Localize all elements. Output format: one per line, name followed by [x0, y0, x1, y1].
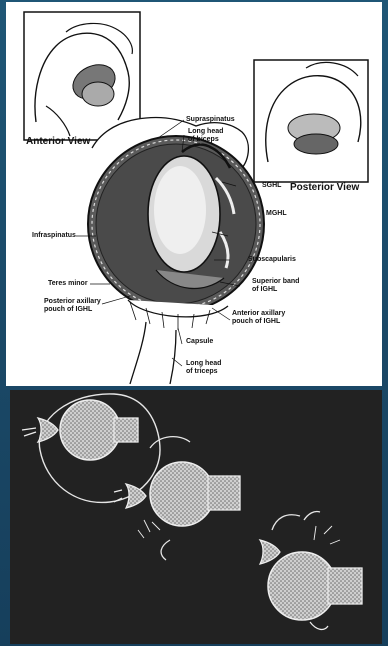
humeral-head-3 [268, 552, 336, 620]
label-mghl: MGHL [266, 210, 287, 218]
glenoid-1 [38, 418, 58, 442]
label-posterior-pouch-1: Posterior axillary [44, 298, 101, 306]
label-superior-band-2: of IGHL [252, 286, 277, 294]
label-supraspinatus: Supraspinatus [186, 116, 235, 124]
humeral-head-2 [150, 462, 214, 526]
humeral-head-1 [60, 400, 120, 460]
anatomy-illustration-panel: Anterior View Posterior View Supraspinat… [6, 2, 382, 386]
label-superior-band-1: Superior band [252, 278, 299, 286]
label-sghl: SGHL [262, 182, 281, 190]
label-capsule: Capsule [186, 338, 213, 346]
dislocation-diagram-panel [10, 390, 382, 644]
posterior-view-label: Posterior View [290, 182, 359, 193]
diagram-dislocation [260, 511, 362, 629]
label-posterior-pouch-2: pouch of IGHL [44, 306, 92, 314]
label-triceps-1: Long head [186, 360, 221, 368]
anatomy-drawing [6, 2, 382, 386]
label-triceps-2: of triceps [186, 368, 218, 376]
label-biceps-2: of biceps [188, 136, 219, 144]
dislocation-drawing [10, 390, 382, 644]
label-anterior-axillary-1: Anterior axillary [232, 310, 285, 318]
label-anterior-axillary-2: pouch of IGHL [232, 318, 280, 326]
label-infraspinatus: Infraspinatus [32, 232, 76, 240]
glenoid-3 [260, 540, 280, 564]
anterior-view-label: Anterior View [26, 136, 90, 147]
label-subscapularis: Subscapularis [248, 256, 296, 264]
label-biceps-1: Long head [188, 128, 223, 136]
label-teres-minor: Teres minor [48, 280, 88, 288]
diagram-subluxation [114, 437, 240, 560]
diagram-normal-joint [22, 394, 160, 503]
triceps-tendon [130, 322, 176, 384]
